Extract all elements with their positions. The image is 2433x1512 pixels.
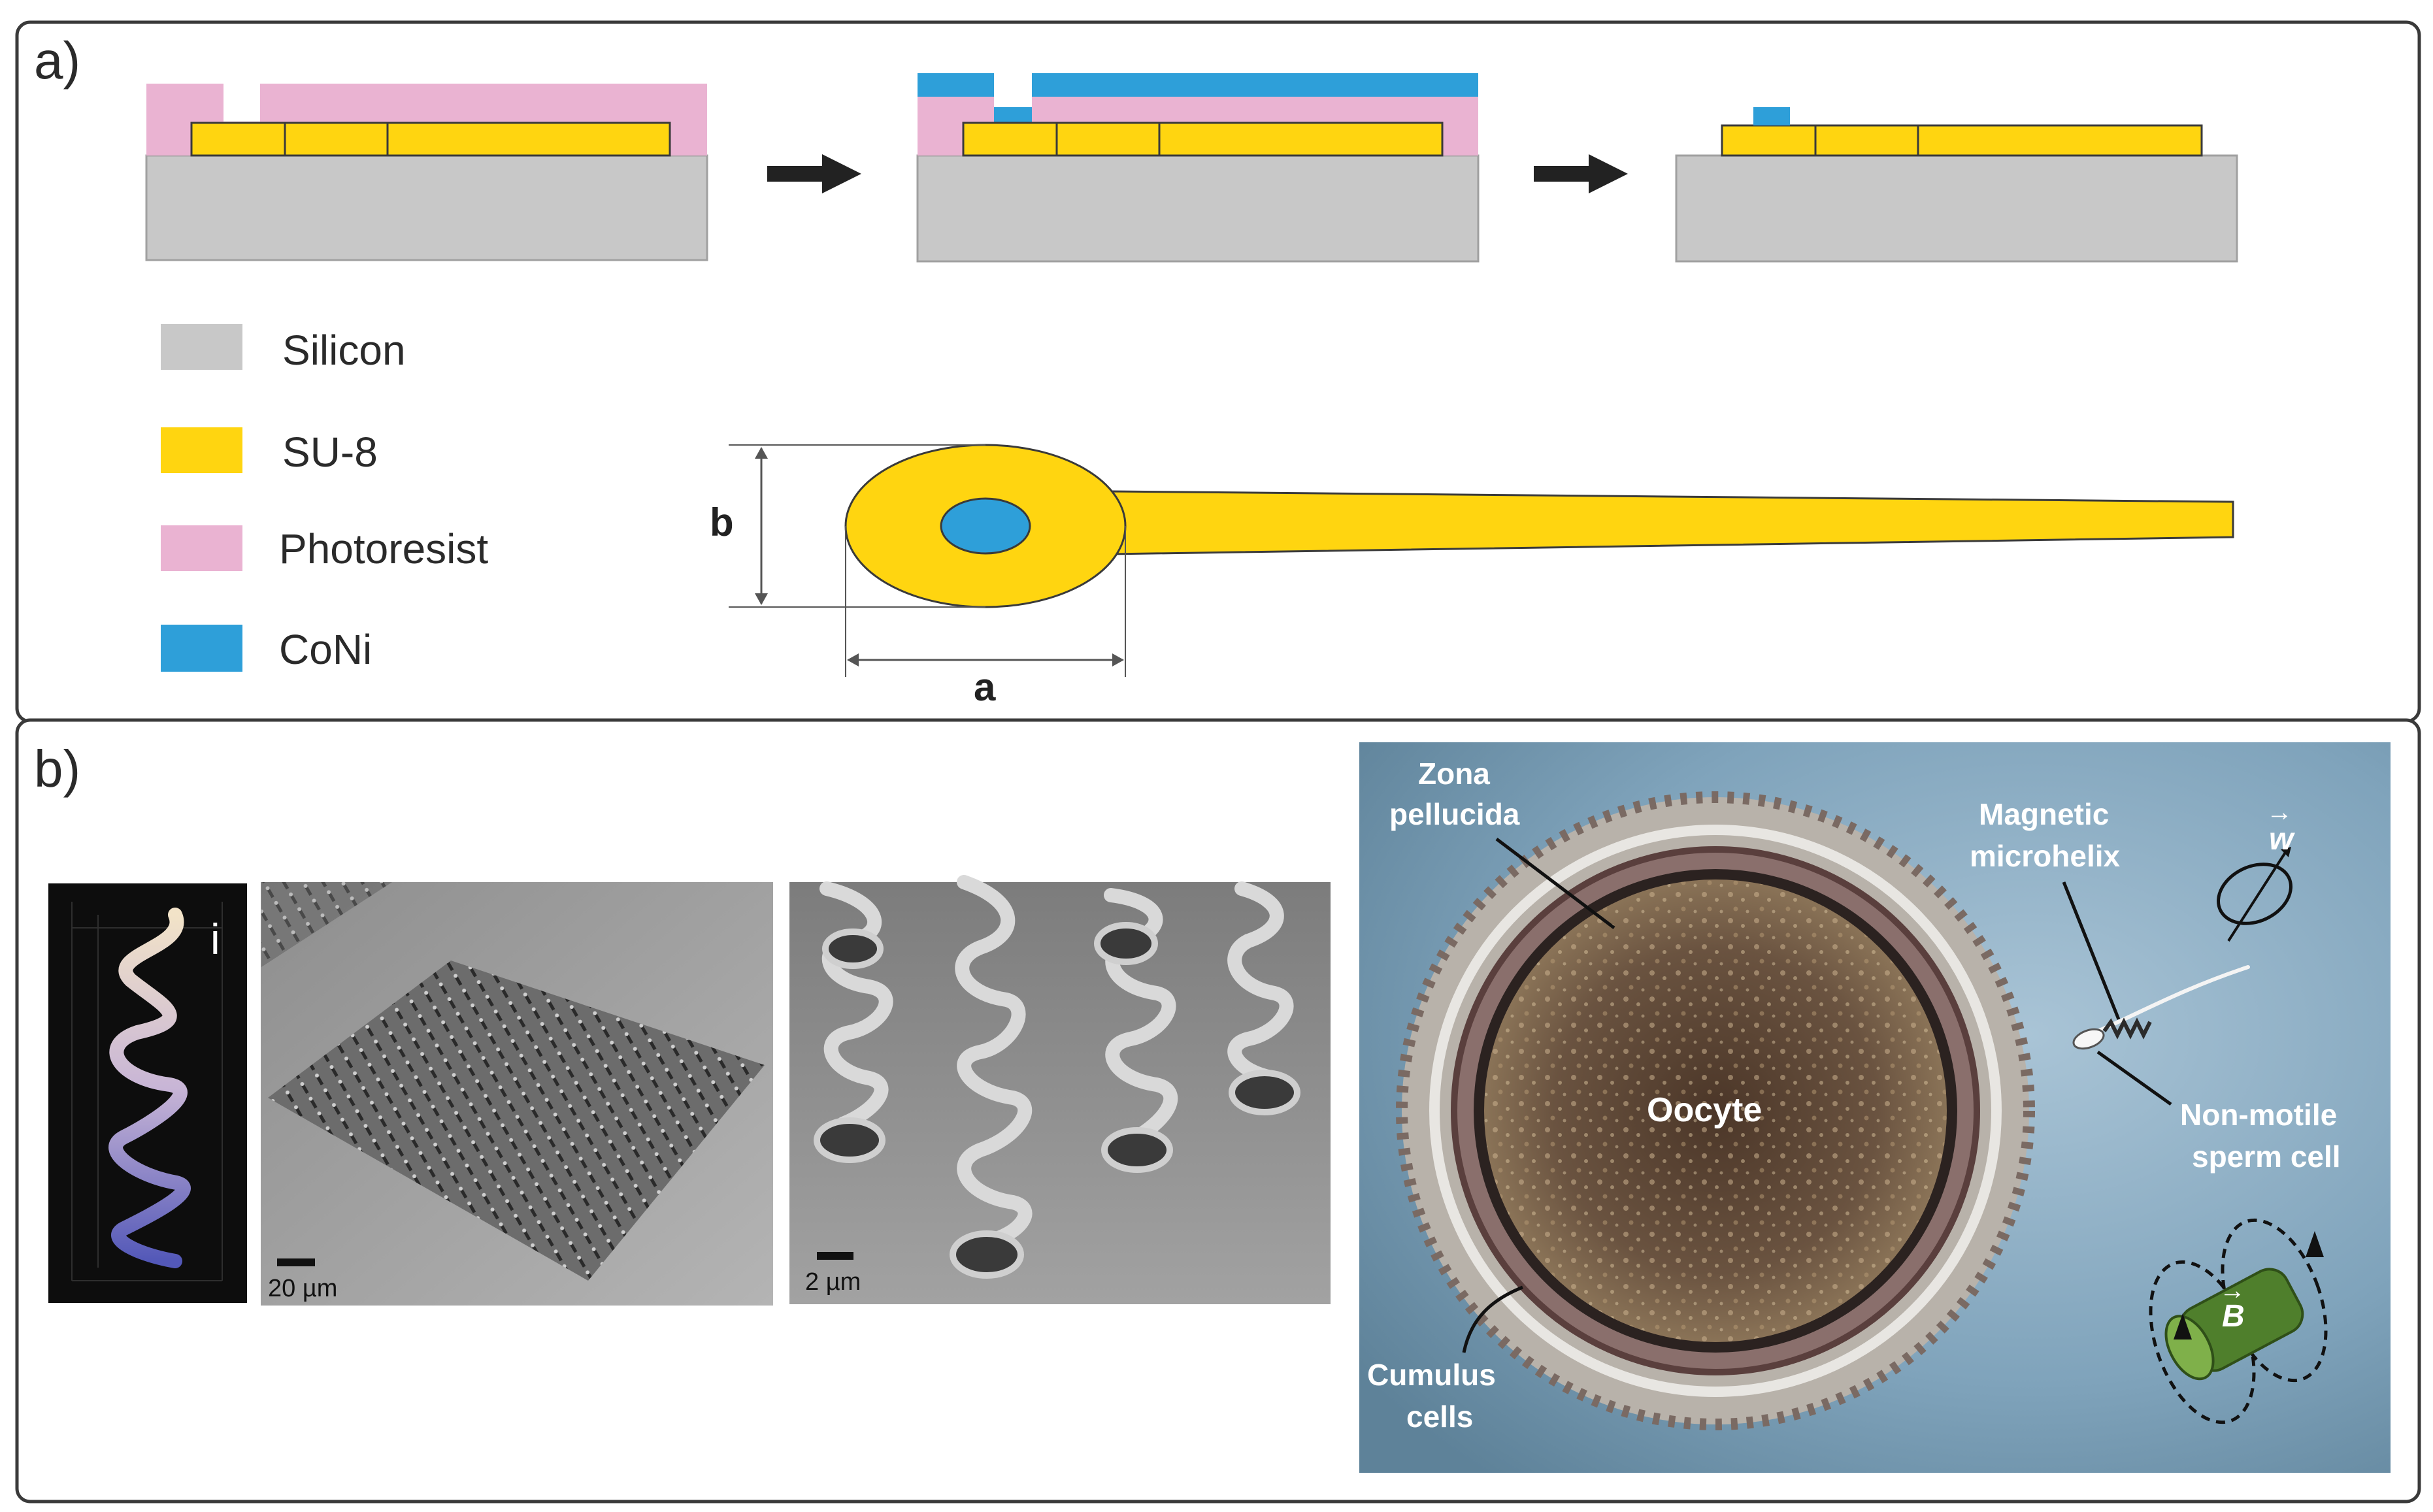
scale-label-20um: 20 µm (268, 1275, 337, 1302)
microhelix-coil (2102, 1017, 2152, 1040)
panel-b: b) i 20 µm (15, 718, 2421, 1504)
cumulus-label-line1: Cumulus (1367, 1358, 1496, 1392)
legend-item-photoresist: Photoresist (161, 525, 488, 572)
helix-base (1229, 1070, 1300, 1115)
legend-label-photoresist: Photoresist (279, 525, 488, 572)
nonmotile-pointer (2096, 1050, 2172, 1106)
nonmotile-label-line2: sperm cell (2192, 1140, 2341, 1174)
legend-item-coni: CoNi (161, 625, 372, 673)
magnetic-pointer (2062, 881, 2121, 1020)
helix-loop (1094, 922, 1158, 965)
coni-magnetic-layer (940, 497, 1031, 555)
helix-coil (108, 908, 191, 1268)
zona-label-line2: pellucida (1389, 797, 1520, 831)
magnetic-microhelix: w → (2072, 798, 2295, 1050)
magnetic-label-line2: microhelix (1970, 839, 2121, 873)
silicon-substrate (145, 154, 708, 261)
b-arrow: → (2219, 1276, 2245, 1305)
panel-a-label: a) (34, 31, 80, 90)
legend-label-su8: SU-8 (282, 429, 378, 476)
panel-a: a) (15, 20, 2421, 723)
legend-swatch-silicon (161, 324, 242, 370)
legend-swatch-coni (161, 625, 242, 672)
render-label-i: i (210, 915, 220, 963)
helix-render-image: i (48, 883, 247, 1303)
legend-swatch-photoresist (161, 525, 242, 571)
sem-helix-array-image: 20 µm (261, 882, 773, 1306)
scale-bar-20um (277, 1258, 315, 1266)
coni-top-layer-left (918, 73, 994, 97)
oocyte-label: Oocyte (1647, 1091, 1762, 1129)
helix-base (950, 1230, 1024, 1279)
dimension-b: b (710, 444, 985, 608)
process-step-3 (1675, 107, 2238, 263)
helix-loop (822, 929, 884, 969)
dimension-a-label: a (974, 665, 996, 709)
sem-helix-closeup-image: 2 µm (789, 875, 1331, 1304)
oocyte-micrograph: Oocyte Zona pellucida Cumulus cells w → … (1359, 742, 2391, 1473)
legend-item-su8: SU-8 (161, 427, 378, 476)
process-step-2 (916, 73, 1480, 263)
process-arrow-1 (767, 154, 861, 193)
legend-label-silicon: Silicon (282, 327, 406, 374)
legend: Silicon SU-8 Photoresist CoNi (161, 324, 488, 673)
dimension-a: a (845, 526, 1126, 709)
legend-item-silicon: Silicon (161, 324, 406, 374)
silicon-substrate (1675, 154, 2238, 263)
rotating-magnet-icon: B → (2149, 1218, 2328, 1424)
w-symbol: w (2269, 822, 2295, 857)
silicon-substrate (916, 154, 1480, 263)
cumulus-pointer (1462, 1285, 1523, 1353)
process-step-1 (145, 84, 708, 261)
zona-label-line1: Zona (1418, 757, 1490, 791)
helix-base (1101, 1127, 1173, 1173)
legend-label-coni: CoNi (279, 626, 372, 673)
helix-array (268, 961, 765, 1281)
rotation-indicator-w (2217, 863, 2292, 925)
scale-bar-2um (817, 1252, 853, 1260)
legend-swatch-su8 (161, 427, 242, 473)
nonmotile-label-line1: Non-motile (2180, 1098, 2337, 1132)
su8-layer (190, 122, 671, 157)
magnetic-label-line1: Magnetic (1979, 797, 2109, 831)
zona-pointer (1495, 838, 1615, 929)
w-arrow: → (2266, 798, 2292, 827)
coni-top-layer-right (1032, 73, 1478, 97)
dimension-b-label: b (710, 501, 734, 544)
sperm-head (2072, 1028, 2105, 1050)
su8-layer (962, 122, 1444, 157)
coni-deposit (994, 107, 1032, 123)
cumulus-label-line2: cells (1406, 1400, 1473, 1434)
coni-deposit (1753, 107, 1790, 125)
helix-base (814, 1117, 885, 1163)
b-symbol: B (2222, 1299, 2245, 1334)
scale-label-2um: 2 µm (805, 1268, 861, 1296)
process-arrow-2 (1534, 154, 1628, 193)
microrobot-top-view: b a (710, 444, 2234, 709)
su8-layer (1721, 124, 2203, 157)
panel-b-label: b) (34, 740, 80, 798)
